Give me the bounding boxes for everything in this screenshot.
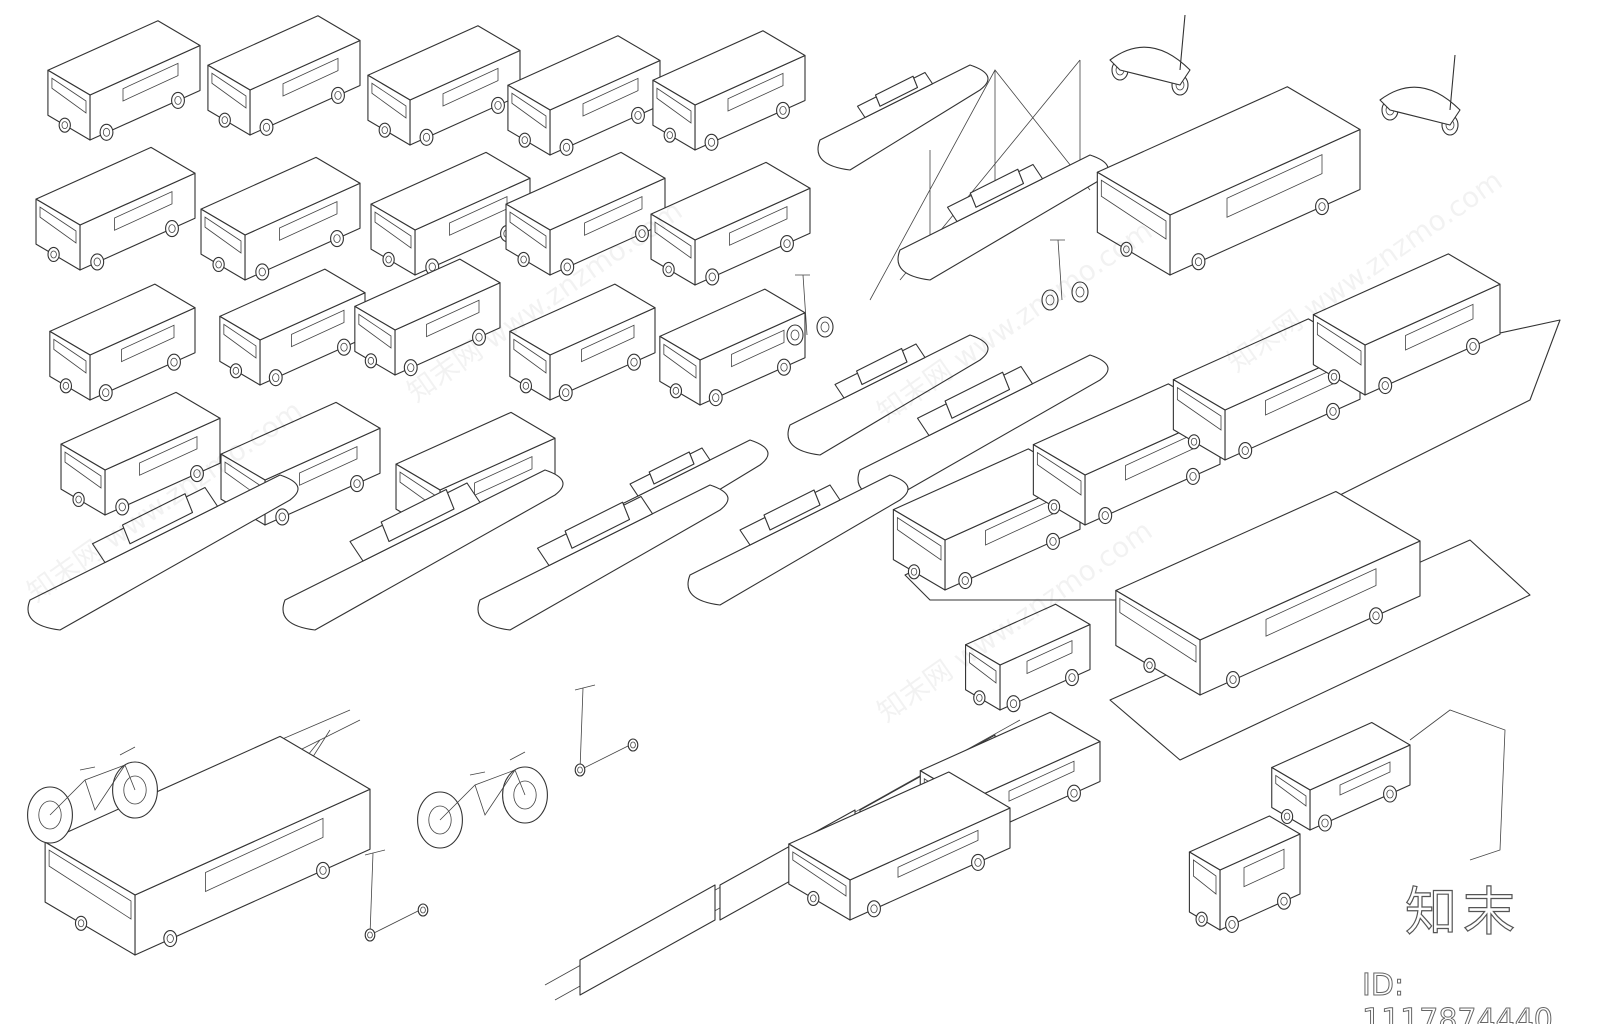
- motor-scooter-icon: [1379, 54, 1461, 136]
- truck-icon: [60, 391, 221, 516]
- cargo-ship-icon: [282, 469, 564, 631]
- food-truck-icon: [650, 161, 811, 286]
- speedboat-icon: [857, 354, 1109, 501]
- segway-icon: [786, 274, 834, 346]
- motor-scooter-icon: [1109, 14, 1191, 96]
- kick-scooter-icon: [574, 684, 639, 777]
- watermark-id: ID: 1117874440: [1362, 968, 1554, 1024]
- food-truck-icon: [370, 151, 531, 276]
- food-truck-icon: [35, 146, 196, 271]
- van-icon: [509, 283, 656, 402]
- tractor-icon: [965, 603, 1091, 713]
- excavator-icon: [1271, 721, 1411, 832]
- double-decker-bus-icon: [1096, 86, 1361, 276]
- tugboat-icon: [477, 484, 729, 631]
- van-icon: [354, 258, 501, 377]
- food-truck-icon: [207, 15, 361, 136]
- trolleybus-icon: [44, 735, 371, 956]
- bicycle-icon: [417, 751, 548, 849]
- freight-car-icon: [1115, 490, 1421, 696]
- bicycle-icon: [27, 746, 158, 844]
- lng-tanker-icon: [27, 474, 299, 631]
- food-truck-icon: [47, 20, 201, 141]
- tow-truck-icon: [788, 771, 1011, 921]
- excavator-icon: [1409, 709, 1506, 861]
- van-icon: [219, 268, 366, 387]
- sailing-hull: [897, 154, 1109, 281]
- van-icon: [49, 283, 196, 402]
- sailing-ship-icon: [869, 59, 1091, 301]
- food-truck-icon: [200, 156, 361, 281]
- food-truck-icon: [367, 25, 521, 146]
- food-truck-icon: [505, 151, 666, 276]
- yacht-icon: [687, 474, 909, 606]
- bulldozer-icon: [1188, 815, 1301, 933]
- segway-icon: [1041, 239, 1089, 311]
- yacht-icon: [787, 334, 989, 456]
- watermark-logo: 知末: [1404, 882, 1522, 943]
- train-car-icon: [1312, 253, 1501, 396]
- speedboat-icon: [817, 64, 989, 171]
- van-icon: [659, 288, 806, 407]
- kick-scooter-icon: [364, 849, 429, 942]
- food-truck-icon: [507, 35, 661, 156]
- food-truck-icon: [652, 30, 806, 151]
